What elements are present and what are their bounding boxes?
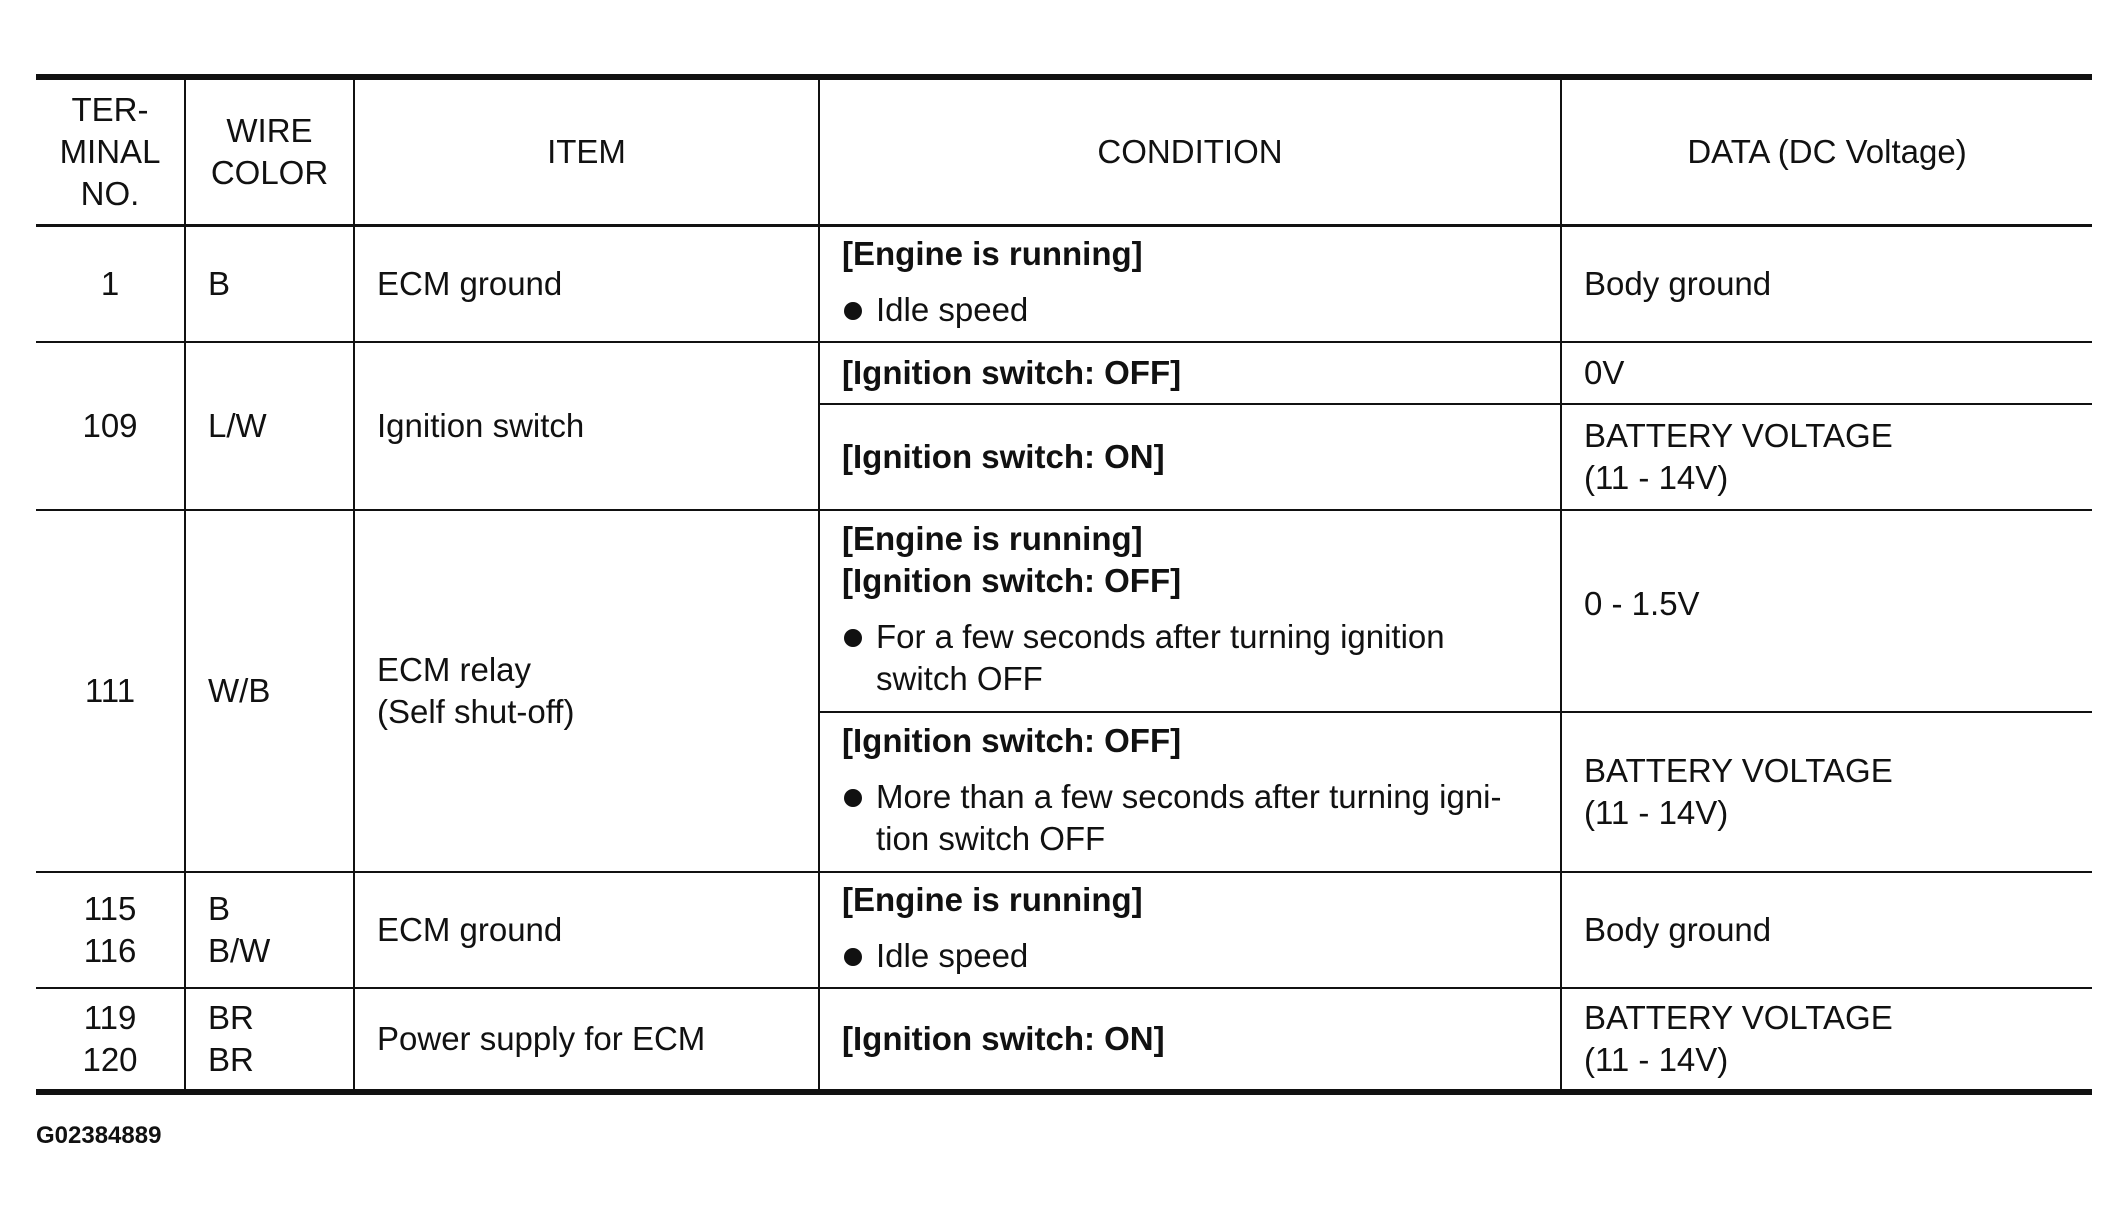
table-row: 115 116 B B/W ECM ground [Engine is runn…: [36, 871, 2092, 989]
condition-cell: [Ignition switch: OFF]: [818, 341, 1562, 405]
figure-code: G02384889: [36, 1122, 162, 1149]
data-cell: BATTERY VOLTAGE (11 - 14V): [1560, 987, 2092, 1092]
data-cell: 0V: [1560, 341, 2092, 405]
data-cell: Body ground: [1560, 224, 2092, 343]
wire-color-cell: BR BR: [184, 987, 355, 1092]
table-row: [Ignition switch: ON] BATTERY VOLTAGE (1…: [36, 403, 2092, 511]
item-cell: ECM ground: [353, 871, 820, 989]
condition-title: [Engine is running]: [842, 881, 1143, 918]
data-cell: BATTERY VOLTAGE (11 - 14V): [1560, 403, 2092, 511]
condition-cell: [Ignition switch: OFF] More than a few s…: [819, 711, 1562, 873]
table-row: 119 120 BR BR Power supply for ECM [Igni…: [36, 987, 2092, 1092]
data-cell: 0 - 1.5V: [1560, 509, 2092, 713]
condition-cell: [Engine is running] Idle speed: [818, 871, 1562, 989]
condition-cell: [Ignition switch: ON]: [819, 403, 1562, 511]
condition-title: [Ignition switch: OFF]: [842, 562, 1182, 599]
terminal-cell: 1: [36, 224, 186, 343]
wire-color-cell: B: [184, 224, 355, 343]
data-cell: BATTERY VOLTAGE (11 - 14V): [1560, 711, 2092, 873]
condition-title: [Engine is running]: [842, 235, 1143, 272]
condition-title: [Engine is running]: [842, 520, 1143, 557]
item-cell: Ignition switch: [353, 341, 820, 511]
ecm-terminal-table: TER- MINAL NO. WIRE COLOR ITEM CONDITION…: [36, 74, 2092, 1095]
condition-cell: [Engine is running] [Ignition switch: OF…: [818, 509, 1562, 713]
table-row: 111 W/B ECM relay (Self shut-off) [Engin…: [36, 509, 2092, 873]
header-item: ITEM: [353, 77, 820, 227]
header-condition: CONDITION: [818, 77, 1562, 227]
item-cell: Power supply for ECM: [353, 987, 820, 1092]
item-cell: ECM ground: [353, 224, 820, 343]
condition-title: [Ignition switch: OFF]: [842, 722, 1182, 759]
item-cell: ECM relay (Self shut-off): [353, 509, 820, 873]
condition-bullet: For a few seconds after turning ignition…: [842, 616, 1538, 700]
header-data: DATA (DC Voltage): [1560, 77, 2092, 227]
table-row: [Ignition switch: OFF] More than a few s…: [36, 711, 2092, 873]
wire-color-cell: W/B: [184, 509, 355, 873]
terminal-cell: 119 120: [36, 987, 186, 1092]
header-wire-color: WIRE COLOR: [184, 77, 355, 227]
condition-cell: [Ignition switch: ON]: [818, 987, 1562, 1092]
condition-bullet: Idle speed: [842, 289, 1538, 331]
condition-bullet: Idle speed: [842, 935, 1538, 977]
condition-title: [Ignition switch: OFF]: [842, 354, 1182, 391]
condition-title: [Ignition switch: ON]: [842, 438, 1165, 475]
terminal-cell: 115 116: [36, 871, 186, 989]
wire-color-cell: L/W: [184, 341, 355, 511]
wire-color-cell: B B/W: [184, 871, 355, 989]
table-row: 109 L/W Ignition switch [Ignition switch…: [36, 341, 2092, 511]
terminal-cell: 111: [36, 509, 186, 873]
table-row: 1 B ECM ground [Engine is running] Idle …: [36, 224, 2092, 343]
terminal-cell: 109: [36, 341, 186, 511]
header-terminal-no: TER- MINAL NO.: [36, 77, 186, 227]
header-row: TER- MINAL NO. WIRE COLOR ITEM CONDITION…: [36, 77, 2092, 227]
condition-title: [Ignition switch: ON]: [842, 1020, 1165, 1057]
condition-cell: [Engine is running] Idle speed: [818, 224, 1562, 343]
condition-bullet: More than a few seconds after turning ig…: [842, 776, 1538, 860]
data-cell: Body ground: [1560, 871, 2092, 989]
